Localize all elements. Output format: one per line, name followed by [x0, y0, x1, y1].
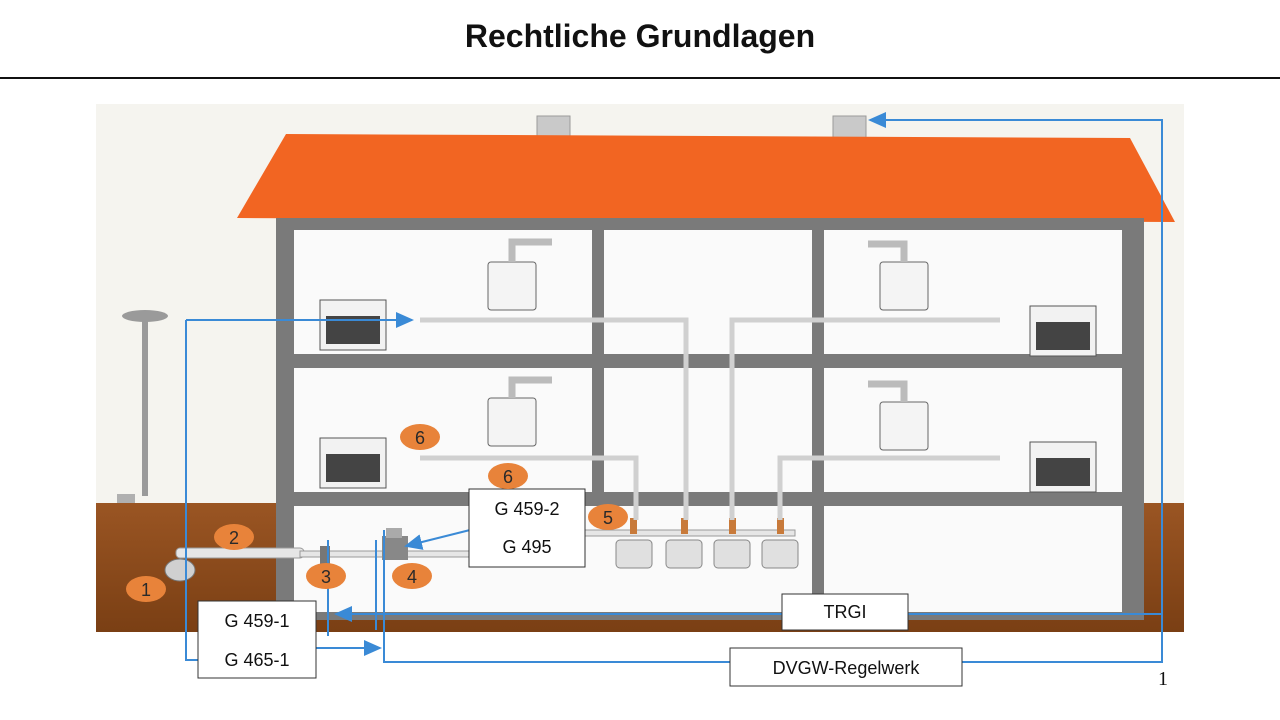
stove-upper-left: [319, 299, 387, 351]
stove-middle-left: [319, 437, 387, 489]
numbered-markers: 1 2 3 4 5 6 6: [126, 424, 628, 602]
marker-6a-bg: [400, 424, 440, 450]
water-heater-upper-left: [487, 238, 552, 311]
marker-6b-bg: [488, 463, 528, 489]
label-box-dvgw: [729, 647, 963, 687]
page-title: Rechtliche Grundlagen: [464, 18, 816, 54]
stove-upper-right: [1029, 305, 1097, 357]
water-heater-upper-right: [868, 240, 929, 311]
label-dvgw-regelwerk: DVGW-Regelwerk: [773, 658, 921, 678]
label-trgi: TRGI: [824, 602, 867, 622]
marker-4: 4: [407, 567, 417, 587]
marker-4-bg: [392, 563, 432, 589]
label-g465-1: G 465-1: [224, 650, 289, 670]
indicator-lines: [185, 112, 1163, 663]
marker-5-bg: [588, 504, 628, 530]
marker-3: 3: [321, 567, 331, 587]
stove-middle-right: [1029, 441, 1097, 493]
marker-1: 1: [141, 580, 151, 600]
marker-2-bg: [214, 524, 254, 550]
marker-3-bg: [306, 563, 346, 589]
roof: [237, 134, 1175, 222]
marker-1-bg: [126, 576, 166, 602]
marker-6b: 6: [503, 467, 513, 487]
page-number: 1: [1158, 668, 1168, 690]
title-divider: [0, 77, 1280, 79]
label-box-trgi: [781, 593, 909, 631]
marker-2: 2: [229, 528, 239, 548]
label-box-g459-1-g465-1: [197, 600, 317, 679]
marker-6a: 6: [415, 428, 425, 448]
label-g459-2: G 459-2: [494, 499, 559, 519]
gas-meters: [615, 518, 799, 569]
riser-pipes: [420, 317, 1000, 520]
label-g495: G 495: [502, 537, 551, 557]
water-heater-middle-right: [868, 380, 929, 451]
street-lamp: [117, 310, 168, 503]
marker-5: 5: [603, 508, 613, 528]
water-heater-middle-left: [487, 376, 552, 447]
meter-manifold: [584, 529, 796, 537]
label-g459-1: G 459-1: [224, 611, 289, 631]
label-box-g459-2-g495: [468, 488, 586, 568]
